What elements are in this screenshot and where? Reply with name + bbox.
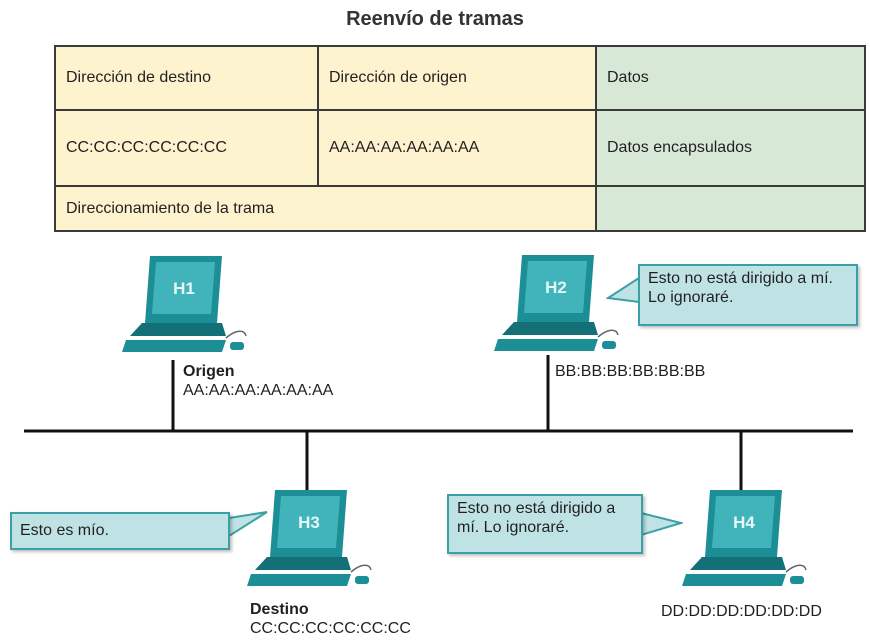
header-destination: Dirección de destino bbox=[54, 45, 319, 111]
computer-h4-icon: H4 bbox=[682, 490, 812, 595]
h1-mac: AA:AA:AA:AA:AA:AA bbox=[183, 382, 334, 399]
h3-role: Destino bbox=[250, 601, 309, 618]
computer-h3-icon: H3 bbox=[247, 490, 377, 595]
host-h2-name: H2 bbox=[545, 278, 567, 297]
h2-mac: BB:BB:BB:BB:BB:BB bbox=[555, 363, 706, 380]
h3-label: Destino CC:CC:CC:CC:CC:CC bbox=[250, 600, 411, 638]
h1-label: Origen AA:AA:AA:AA:AA:AA bbox=[183, 362, 333, 400]
h3-callout: Esto es mío. bbox=[10, 512, 230, 550]
computer-h1-icon: H1 bbox=[122, 256, 252, 361]
host-h4-name: H4 bbox=[733, 513, 755, 532]
computer-h2-icon: H2 bbox=[494, 255, 624, 360]
h4-callout-tail bbox=[641, 511, 683, 537]
footer-data-cell bbox=[595, 185, 866, 232]
h2-callout: Esto no está dirigido a mí. Lo ignoraré. bbox=[638, 264, 858, 326]
h1-role: Origen bbox=[183, 363, 235, 380]
h2-callout-tail bbox=[606, 276, 640, 304]
h4-mac: DD:DD:DD:DD:DD:DD bbox=[661, 603, 822, 620]
frame-table: Dirección de destino Dirección de origen… bbox=[54, 45, 866, 232]
h3-mac: CC:CC:CC:CC:CC:CC bbox=[250, 620, 411, 637]
cell-encapsulated-data: Datos encapsulados bbox=[595, 109, 866, 187]
cell-destination-mac: CC:CC:CC:CC:CC:CC bbox=[54, 109, 319, 187]
h4-callout: Esto no está dirigido a mí. Lo ignoraré. bbox=[447, 494, 643, 554]
host-h1-name: H1 bbox=[173, 279, 195, 298]
cell-source-mac: AA:AA:AA:AA:AA:AA bbox=[317, 109, 597, 187]
header-data: Datos bbox=[595, 45, 866, 111]
host-h3-name: H3 bbox=[298, 513, 320, 532]
header-source: Dirección de origen bbox=[317, 45, 597, 111]
frame-addressing-label: Direccionamiento de la trama bbox=[54, 185, 597, 232]
h3-callout-tail bbox=[229, 511, 268, 538]
diagram-title: Reenvío de tramas bbox=[346, 8, 524, 30]
